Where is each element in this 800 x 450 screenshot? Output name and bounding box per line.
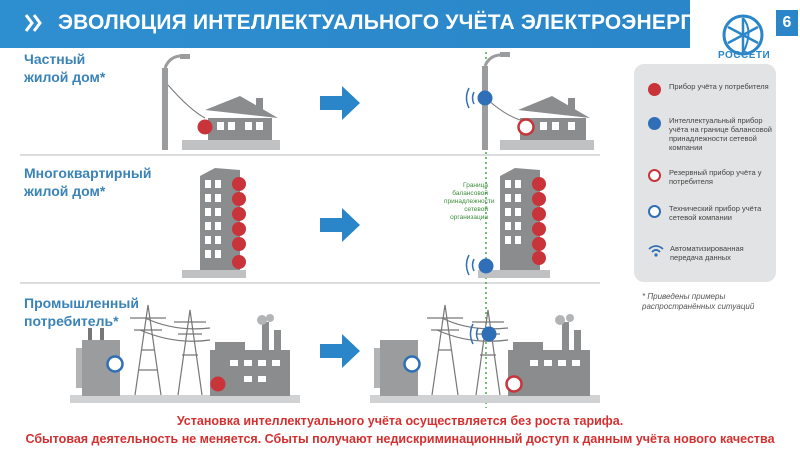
private-house-after [465, 52, 594, 150]
wifi-signal-icon [465, 254, 475, 276]
apartment-after [465, 168, 550, 278]
page-title: ЭВОЛЮЦИЯ ИНТЕЛЛЕКТУАЛЬНОГО УЧЁТА ЭЛЕКТРО… [58, 11, 724, 34]
blue-meter-icon [648, 117, 661, 130]
row-label-line: Многоквартирный [24, 165, 152, 181]
summary-line-1: Установка интеллектуального учёта осущес… [176, 414, 624, 428]
legend-item: Прибор учёта у потребителя [648, 82, 773, 96]
blue-meter-icon [478, 258, 494, 274]
red-meter-icon [648, 83, 661, 96]
rosseti-logo-icon [722, 14, 764, 56]
arrow-right-icon [320, 334, 360, 368]
row-label-apartment: Многоквартирный жилой дом* [24, 164, 151, 200]
legend-panel: Прибор учёта у потребителя Интеллектуаль… [634, 64, 776, 282]
page-number: 6 [776, 10, 798, 36]
wifi-signal-icon [469, 323, 479, 345]
blue-ring-meter-icon [106, 355, 124, 373]
legend-text: Интеллектуальный прибор учёта на границе… [669, 116, 772, 152]
red-ring-meter-icon [648, 169, 661, 182]
red-meter-icon [210, 376, 226, 392]
blue-ring-meter-icon [403, 355, 421, 373]
logo-text: РОССЕТИ [718, 50, 771, 61]
legend-text: Прибор учёта у потребителя [669, 82, 769, 91]
row-label-line: потребитель* [24, 313, 119, 329]
chevron-logo-icon [24, 14, 42, 32]
wifi-icon [648, 245, 664, 257]
legend-item: Интеллектуальный прибор учёта на границе… [648, 116, 773, 152]
arrow-right-icon [320, 86, 360, 120]
blue-meter-icon [477, 90, 493, 106]
legend-text: Резервный прибор учёта у потребителя [669, 168, 762, 186]
balance-border-label: Граница балансовой принадлежности сетево… [444, 182, 495, 221]
wifi-signal-icon [465, 87, 475, 109]
legend-item: Автоматизированная передача данных [648, 244, 774, 262]
legend-item: Технический прибор учёта сетевой компани… [648, 204, 773, 222]
blue-meter-icon [481, 326, 497, 342]
row-label-industrial: Промышленный потребитель* [24, 294, 139, 330]
industrial-before [70, 304, 300, 403]
summary-line-2: Сбытовая деятельность не меняется. Сбыты… [25, 432, 775, 446]
row-label-line: Частный [24, 51, 86, 67]
row-label-line: жилой дом* [24, 69, 106, 85]
red-meter-icon [197, 119, 213, 135]
row-label-line: Промышленный [24, 295, 139, 311]
legend-text: Автоматизированная передача данных [670, 244, 744, 262]
industrial-after [370, 304, 600, 403]
row-label-line: жилой дом* [24, 183, 106, 199]
header-bar: ЭВОЛЮЦИЯ ИНТЕЛЛЕКТУАЛЬНОГО УЧЁТА ЭЛЕКТРО… [0, 0, 723, 48]
apartment-before [182, 168, 246, 278]
legend-item: Резервный прибор учёта у потребителя [648, 168, 773, 186]
legend-text: Технический прибор учёта сетевой компани… [669, 204, 762, 222]
row-label-private-house: Частный жилой дом* [24, 50, 105, 86]
private-house-before [162, 54, 280, 150]
footnote: * Приведены примеры распространённых сит… [642, 292, 755, 311]
transition-arrows [320, 86, 360, 368]
red-ring-meter-icon [505, 375, 523, 393]
arrow-right-icon [320, 208, 360, 242]
red-ring-meter-icon [517, 118, 535, 136]
blue-ring-meter-icon [648, 205, 661, 218]
